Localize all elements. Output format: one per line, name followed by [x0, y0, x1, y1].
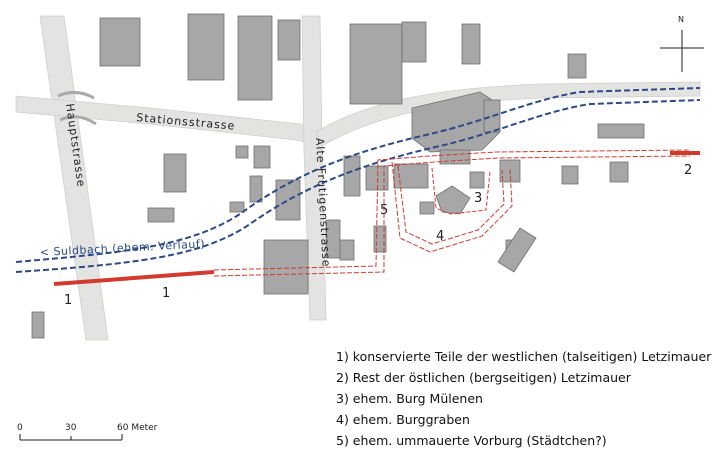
- building: [99, 17, 141, 67]
- scale-label-0: 0: [17, 423, 23, 433]
- building: [567, 53, 587, 79]
- building: [163, 153, 187, 193]
- building: [373, 225, 387, 253]
- legend: 1) konservierte Teile der westlichen (ta…: [336, 346, 716, 451]
- bridge-right: [59, 115, 97, 126]
- building: [435, 185, 471, 215]
- legend-item-2: 2) Rest der östlichen (bergseitigen) Let…: [336, 370, 631, 385]
- building: [31, 311, 45, 339]
- scale-bar: [19, 434, 123, 441]
- building: [439, 149, 471, 165]
- hauptstrasse-road: [39, 15, 109, 341]
- building: [349, 23, 403, 105]
- west-wall-course-2: [213, 155, 691, 277]
- castle-outline: [431, 167, 491, 215]
- building: [411, 91, 501, 153]
- building: [253, 145, 271, 169]
- building: [365, 165, 389, 191]
- building: [339, 239, 355, 261]
- building: [187, 13, 225, 81]
- building: [609, 161, 629, 183]
- building: [263, 239, 309, 295]
- scale-label-60: 60 Meter: [117, 423, 158, 433]
- creek: [15, 87, 701, 273]
- building: [249, 175, 263, 203]
- marker-3: 3: [474, 191, 482, 206]
- building: [497, 227, 537, 273]
- building: [343, 155, 361, 197]
- legend-item-4: 4) ehem. Burggraben: [336, 412, 470, 427]
- west-wall-conserved: [53, 270, 215, 286]
- scale-label-30: 30: [65, 423, 77, 433]
- letzimauer-walls: [53, 149, 700, 286]
- building: [483, 99, 501, 133]
- bridge-left: [57, 91, 95, 100]
- marker-2: 2: [684, 163, 692, 178]
- buildings: [31, 13, 645, 339]
- building: [461, 23, 481, 65]
- legend-item-5: 5) ehem. ummauerte Vorburg (Städtchen?): [336, 433, 607, 448]
- moat-outer: [391, 161, 513, 253]
- building: [275, 179, 301, 221]
- marker-1-wall: 1: [162, 286, 170, 301]
- building: [469, 171, 485, 189]
- north-arrow: [660, 30, 704, 72]
- building: [235, 145, 249, 159]
- creek-line-upper: [15, 87, 701, 263]
- building: [325, 219, 341, 259]
- marker-5: 5: [380, 203, 388, 218]
- creek-label: < Suldbach (ehem. Verlauf): [39, 237, 205, 259]
- building: [147, 207, 175, 223]
- marker-4: 4: [436, 229, 444, 244]
- marker-1-west: 1: [64, 293, 72, 308]
- upper-road: [315, 81, 701, 147]
- building: [229, 201, 245, 213]
- legend-item-1: 1) konservierte Teile der westlichen (ta…: [336, 349, 712, 364]
- west-wall-course: [213, 149, 691, 271]
- building: [561, 165, 579, 185]
- building: [419, 201, 435, 215]
- north-label: N: [678, 15, 684, 24]
- building: [277, 19, 301, 61]
- moat-inner: [397, 165, 505, 245]
- building: [401, 21, 427, 63]
- legend-item-3: 3) ehem. Burg Mülenen: [336, 391, 483, 406]
- building: [597, 123, 645, 139]
- building: [237, 15, 273, 101]
